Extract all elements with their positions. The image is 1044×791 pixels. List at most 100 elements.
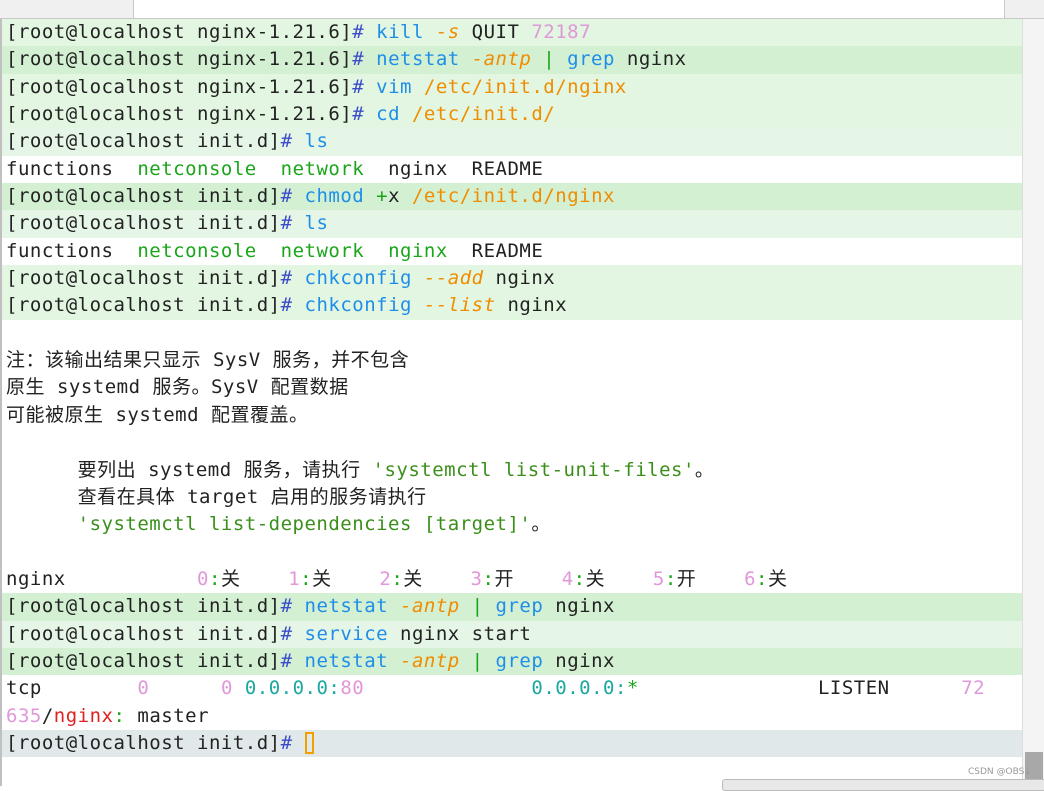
toolbar	[0, 0, 1044, 19]
address-input[interactable]	[133, 0, 1005, 19]
output-line: 'systemctl list-dependencies [target]'。	[2, 511, 1023, 538]
terminal-output[interactable]: [root@localhost nginx-1.21.6]# kill -s Q…	[0, 19, 1023, 786]
text-segment: #	[280, 731, 305, 754]
text-segment	[257, 240, 281, 262]
output-line: tcp 0 0 0.0.0.0:80 0.0.0.0:* LISTEN 72	[2, 675, 1023, 702]
command-line: [root@localhost init.d]# chmod +x /etc/i…	[2, 183, 1023, 211]
text-segment: 原生 systemd 服务。SysV 配置数据	[6, 376, 349, 399]
command-line: [root@localhost nginx-1.21.6]# cd /etc/i…	[2, 101, 1023, 129]
text-segment: tcp	[6, 677, 138, 700]
text-segment: netstat	[304, 595, 401, 618]
text-segment: [root@localhost init.d]	[6, 185, 281, 208]
text-segment: #	[352, 48, 377, 71]
text-segment: 0	[197, 567, 209, 590]
text-segment: 5	[652, 567, 665, 590]
horizontal-scrollbar[interactable]	[722, 779, 1044, 791]
text-segment: [root@localhost nginx-1.21.6]	[6, 75, 353, 98]
text-segment: service	[304, 622, 401, 645]
output-line: 原生 systemd 服务。SysV 配置数据	[2, 374, 1023, 401]
watermark: CSDN @OBS1	[968, 767, 1031, 777]
output-line	[2, 539, 1023, 566]
output-line: functions netconsole network nginx READM…	[2, 156, 1023, 183]
text-segment: netstat	[304, 649, 401, 672]
text-segment: :	[391, 567, 404, 590]
text-segment: ls	[304, 212, 329, 235]
text-segment: #	[280, 212, 305, 235]
text-segment: 关	[312, 567, 380, 590]
text-segment: 72187	[531, 21, 592, 43]
text-segment: chmod	[304, 185, 377, 208]
text-segment: /etc/init.d/nginx	[411, 185, 615, 208]
text-segment: [root@localhost init.d]	[6, 212, 281, 235]
text-segment	[6, 322, 18, 344]
text-segment: [root@localhost init.d]	[6, 649, 281, 672]
text-segment: #	[280, 595, 305, 618]
text-segment: #	[280, 622, 305, 645]
command-line: [root@localhost init.d]# netstat -antp |…	[2, 647, 1023, 676]
text-segment: netstat	[376, 48, 472, 71]
text-segment: 开	[494, 567, 562, 590]
text-segment: QUIT	[471, 21, 532, 43]
text-segment: /etc/init.d/	[411, 103, 556, 126]
text-segment: netconsole	[137, 157, 257, 180]
text-segment: nginx	[507, 294, 568, 317]
text-segment: /	[41, 704, 54, 727]
text-segment: master	[125, 704, 210, 727]
command-line: [root@localhost init.d]# service nginx s…	[2, 620, 1023, 648]
text-segment: 80	[340, 677, 365, 700]
text-segment: 2	[379, 567, 392, 590]
text-segment: 'systemctl list-unit-files'	[372, 458, 695, 481]
text-segment: +	[376, 185, 389, 208]
text-segment: grep	[567, 48, 627, 71]
text-segment: #	[280, 185, 305, 208]
output-line: 可能被原生 systemd 配置覆盖。	[2, 402, 1023, 429]
text-segment	[6, 513, 78, 535]
output-line: functions netconsole network nginx READM…	[2, 238, 1023, 265]
text-segment: #	[280, 649, 305, 672]
text-segment: [root@localhost init.d]	[6, 130, 281, 153]
output-line	[2, 320, 1023, 347]
text-segment	[364, 677, 531, 699]
text-segment: |	[471, 649, 496, 672]
cursor[interactable]	[304, 732, 314, 755]
command-line: [root@localhost init.d]# netstat -antp |…	[2, 593, 1023, 621]
text-segment: 查看在具体 target 启用的服务请执行	[6, 485, 427, 508]
text-segment: README	[447, 239, 544, 262]
command-line: [root@localhost init.d]# ls	[2, 128, 1023, 156]
text-segment	[149, 677, 221, 699]
text-segment: functions	[6, 239, 138, 262]
output-line: 注：该输出结果只显示 SysV 服务，并不包含	[2, 347, 1023, 374]
text-segment: [root@localhost init.d]	[6, 731, 281, 754]
text-segment: *	[626, 677, 639, 700]
text-segment: 。	[531, 513, 551, 536]
text-segment: 4	[561, 567, 574, 590]
text-segment: 'systemctl list-dependencies [target]'	[77, 513, 532, 536]
command-line: [root@localhost nginx-1.21.6]# vim /etc/…	[2, 73, 1023, 102]
text-segment: 关	[403, 567, 471, 590]
text-segment: grep	[495, 649, 556, 672]
text-segment: 0.0.0.0:	[244, 677, 341, 700]
scrollbar-thumb[interactable]	[1025, 752, 1043, 782]
text-segment: 1	[288, 567, 301, 590]
text-segment: #	[352, 103, 377, 126]
text-segment: 可能被原生 systemd 配置覆盖。	[6, 403, 309, 426]
output-line	[2, 429, 1023, 456]
text-segment: 关	[220, 567, 289, 590]
text-segment: ls	[304, 130, 329, 153]
text-segment: network	[280, 239, 365, 262]
text-segment: 3	[470, 567, 483, 590]
text-segment: functions	[6, 157, 138, 180]
text-segment: 要列出 systemd 服务，请执行	[6, 458, 373, 481]
command-line: [root@localhost init.d]#	[2, 729, 1023, 758]
vertical-scrollbar[interactable]	[1022, 19, 1044, 786]
text-segment: nginx	[495, 267, 556, 290]
text-segment: #	[280, 267, 305, 290]
text-segment: 。	[694, 458, 715, 481]
text-segment: |	[471, 595, 496, 618]
text-segment: 关	[585, 567, 653, 590]
text-segment: vim	[376, 75, 424, 98]
output-line: 635/nginx: master	[2, 703, 1023, 730]
text-segment: LISTEN	[638, 677, 962, 700]
text-segment: nginx	[626, 48, 687, 71]
text-segment: #	[280, 130, 305, 153]
